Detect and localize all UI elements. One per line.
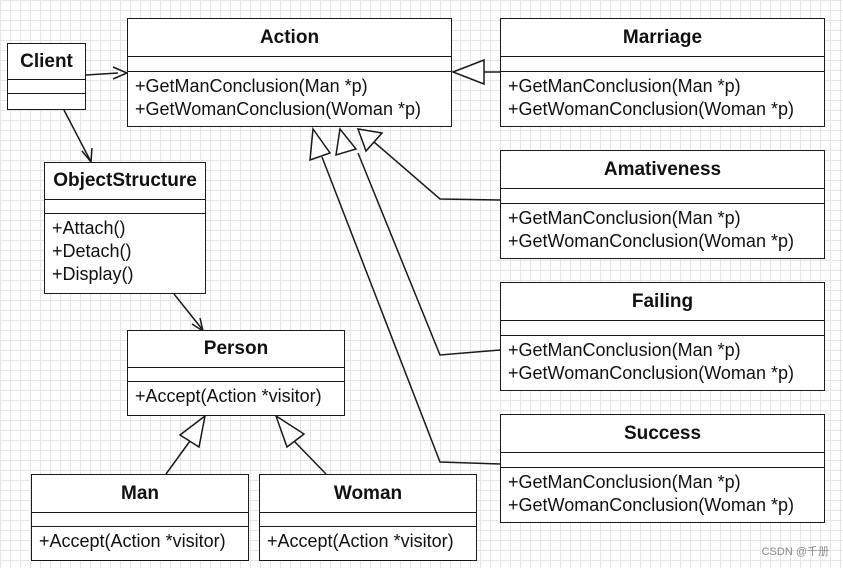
triangle-amativeness-action	[356, 128, 384, 153]
operation: +Accept(Action *visitor)	[135, 386, 322, 406]
class-name: Man	[32, 475, 248, 513]
inheritance-failing-action	[357, 152, 501, 356]
operation: +GetManConclusion(Man *p)	[508, 472, 741, 492]
attributes-section	[501, 57, 824, 72]
class-person[interactable]: Person +Accept(Action *visitor)	[127, 330, 345, 416]
operations-section: +GetManConclusion(Man *p) +GetWomanConcl…	[501, 468, 824, 517]
operation: +Attach()	[52, 218, 126, 238]
class-failing[interactable]: Failing +GetManConclusion(Man *p) +GetWo…	[500, 282, 825, 391]
class-action[interactable]: Action +GetManConclusion(Man *p) +GetWom…	[127, 18, 452, 127]
operation: +GetManConclusion(Man *p)	[508, 208, 741, 228]
inheritance-woman-person	[293, 440, 327, 475]
operation: +GetManConclusion(Man *p)	[508, 340, 741, 360]
class-name: Marriage	[501, 19, 824, 57]
operation: +Display()	[52, 264, 134, 284]
operations-section	[8, 94, 85, 97]
triangle-marriage-action	[450, 58, 485, 86]
triangle-woman-person	[274, 414, 306, 449]
attributes-section	[128, 57, 451, 72]
inheritance-amativeness-action	[373, 141, 501, 201]
inheritance-success-action	[321, 156, 501, 465]
operation: +GetManConclusion(Man *p)	[135, 76, 368, 96]
operations-section: +GetManConclusion(Man *p) +GetWomanConcl…	[501, 72, 824, 121]
association-objectstructure-person	[173, 293, 203, 330]
triangle-failing-action	[335, 127, 358, 157]
class-name: Woman	[260, 475, 476, 513]
class-woman[interactable]: Woman +Accept(Action *visitor)	[259, 474, 477, 561]
operations-section: +GetManConclusion(Man *p) +GetWomanConcl…	[501, 204, 824, 253]
association-client-action	[85, 72, 119, 76]
operation: +GetWomanConclusion(Woman *p)	[135, 99, 421, 119]
watermark: CSDN @千册	[761, 546, 829, 558]
class-name: Failing	[501, 283, 824, 321]
operation: +GetWomanConclusion(Woman *p)	[508, 495, 794, 515]
class-name: Action	[128, 19, 451, 57]
class-name: Amativeness	[501, 151, 824, 189]
class-name: ObjectStructure	[45, 163, 205, 200]
operation: +GetWomanConclusion(Woman *p)	[508, 363, 794, 383]
attributes-section	[501, 453, 824, 468]
operation: +GetWomanConclusion(Woman *p)	[508, 99, 794, 119]
attributes-section	[32, 513, 248, 527]
operations-section: +GetManConclusion(Man *p) +GetWomanConcl…	[501, 336, 824, 385]
class-name: Success	[501, 415, 824, 453]
class-name: Client	[8, 44, 85, 80]
triangle-man-person	[178, 414, 207, 449]
class-client[interactable]: Client	[7, 43, 86, 110]
class-man[interactable]: Man +Accept(Action *visitor)	[31, 474, 249, 561]
operations-section: +GetManConclusion(Man *p) +GetWomanConcl…	[128, 72, 451, 121]
operation: +Accept(Action *visitor)	[267, 531, 454, 551]
class-objectstructure[interactable]: ObjectStructure +Attach() +Detach() +Dis…	[44, 162, 206, 294]
operations-section: +Accept(Action *visitor)	[32, 527, 248, 553]
attributes-section	[501, 321, 824, 336]
operation: +Detach()	[52, 241, 132, 261]
class-success[interactable]: Success +GetManConclusion(Man *p) +GetWo…	[500, 414, 825, 523]
class-name: Person	[128, 331, 344, 368]
class-marriage[interactable]: Marriage +GetManConclusion(Man *p) +GetW…	[500, 18, 825, 127]
operations-section: +Accept(Action *visitor)	[260, 527, 476, 553]
inheritance-man-person	[165, 440, 191, 475]
attributes-section	[260, 513, 476, 527]
attributes-section	[45, 200, 205, 214]
operation: +Accept(Action *visitor)	[39, 531, 226, 551]
operation: +GetManConclusion(Man *p)	[508, 76, 741, 96]
class-amativeness[interactable]: Amativeness +GetManConclusion(Man *p) +G…	[500, 150, 825, 259]
operation: +GetWomanConclusion(Woman *p)	[508, 231, 794, 251]
operations-section: +Accept(Action *visitor)	[128, 382, 344, 408]
triangle-success-action	[309, 126, 332, 162]
attributes-section	[501, 189, 824, 204]
operations-section: +Attach() +Detach() +Display()	[45, 214, 205, 286]
attributes-section	[8, 80, 85, 94]
attributes-section	[128, 368, 344, 382]
association-client-objectstructure	[63, 109, 91, 161]
